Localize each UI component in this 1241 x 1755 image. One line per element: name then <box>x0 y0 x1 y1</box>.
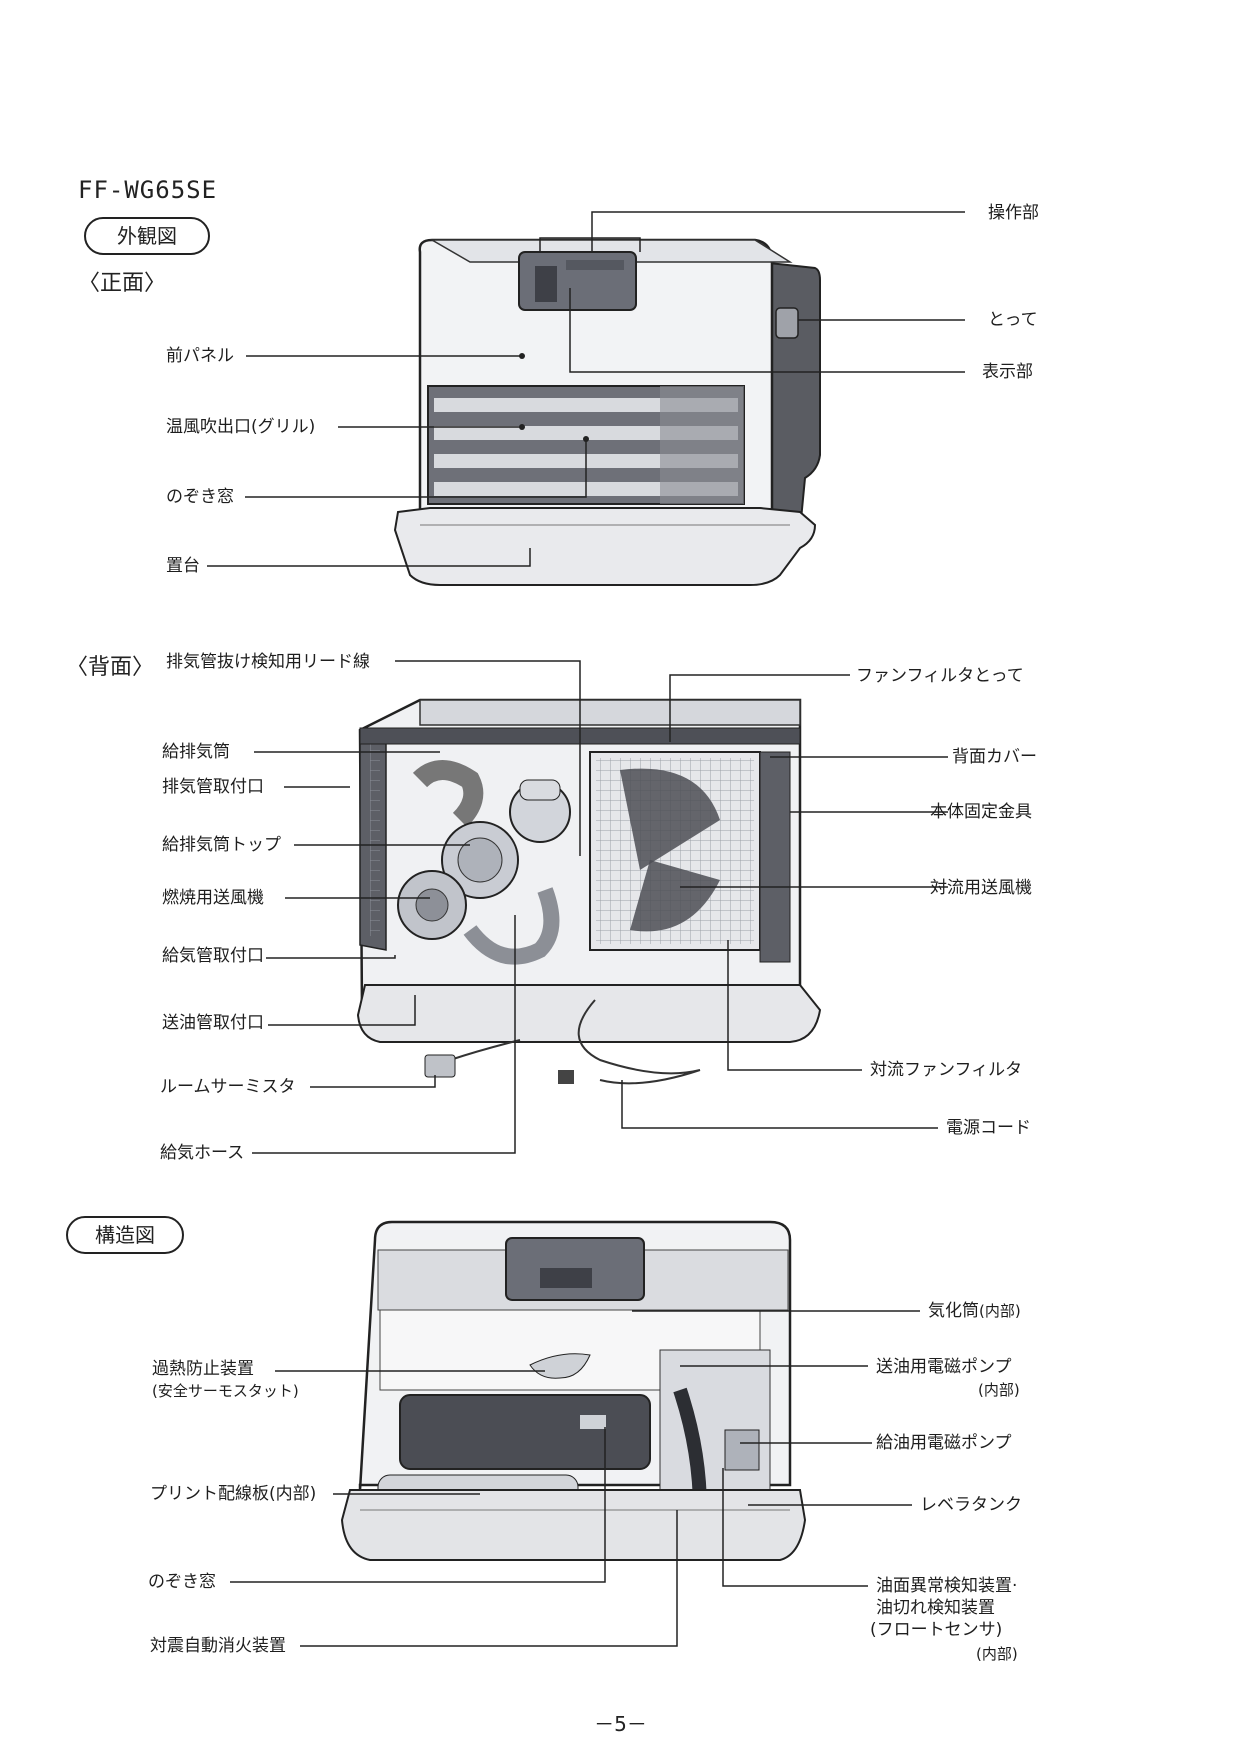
back-heater-illustration <box>356 698 822 1085</box>
structure-leader-lines <box>230 1310 920 1647</box>
label-back-cover: 背面カバー <box>952 747 1037 767</box>
label-control: 操作部 <box>988 203 1039 223</box>
front-heater-illustration <box>393 238 821 586</box>
label-seismic: 対震自動消火装置 <box>150 1636 286 1656</box>
label-overheat: 過熱防止装置 <box>152 1359 254 1379</box>
label-float-note: (内部) <box>976 1645 1018 1663</box>
label-vaporizer-text: 気化筒 <box>928 1301 979 1321</box>
back-leader-lines <box>252 660 948 1154</box>
label-supply-pump: 給油用電磁ポンプ <box>876 1433 1012 1453</box>
label-lead-wire: 排気管抜け検知用リード線 <box>166 652 370 672</box>
label-fan-filter-handle: ファンフィルタとって <box>856 666 1024 686</box>
label-display: 表示部 <box>982 362 1033 382</box>
section-front-title: 〈正面〉 <box>78 271 167 296</box>
label-grille: 温風吹出口(グリル) <box>166 417 316 437</box>
label-window-structure: のぞき窓 <box>148 1572 216 1592</box>
model-name: FF-WG65SE <box>78 176 218 204</box>
label-base: 置台 <box>166 556 200 576</box>
label-intake-port: 給気管取付口 <box>162 946 264 966</box>
label-feed-pump: 送油用電磁ポンプ <box>876 1357 1012 1377</box>
label-pcb: プリント配線板(内部) <box>150 1484 317 1504</box>
label-vaporizer: 気化筒(内部) <box>928 1301 1021 1321</box>
page-number: －5－ <box>594 1712 647 1736</box>
label-float-line1: 油面異常検知装置· <box>876 1576 1018 1596</box>
label-handle: とって <box>988 310 1038 330</box>
label-front-panel: 前パネル <box>166 346 234 366</box>
label-intake-hose: 給気ホース <box>160 1143 245 1163</box>
label-oil-pipe-port: 送油管取付口 <box>162 1013 264 1033</box>
label-vaporizer-note: (内部) <box>979 1302 1021 1320</box>
label-level-tank: レベラタンク <box>920 1495 1022 1515</box>
label-power-cord: 電源コード <box>946 1118 1031 1138</box>
label-flue: 給排気筒 <box>162 742 230 762</box>
label-float-line2: 油切れ検知装置 <box>876 1598 995 1618</box>
label-flue-top: 給排気筒トップ <box>162 835 281 855</box>
label-window-front: のぞき窓 <box>166 487 234 507</box>
label-room-thermistor: ルームサーミスタ <box>160 1077 296 1097</box>
label-combustion-fan: 燃焼用送風機 <box>162 888 264 908</box>
label-feed-pump-note: (内部) <box>978 1381 1020 1399</box>
label-fixing-bracket: 本体固定金具 <box>930 802 1032 822</box>
label-convection-fan: 対流用送風機 <box>930 878 1032 898</box>
label-overheat-note: (安全サーモスタット) <box>152 1382 299 1400</box>
front-leader-lines <box>207 211 965 567</box>
label-float-line3: (フロートセンサ) <box>870 1620 1003 1640</box>
section-badge-structure: 構造図 <box>66 1216 184 1254</box>
section-back-title: 〈背面〉 <box>66 655 155 680</box>
section-badge-exterior: 外観図 <box>84 217 210 255</box>
label-convection-filter: 対流ファンフィルタ <box>870 1060 1023 1080</box>
label-exhaust-port: 排気管取付口 <box>162 777 264 797</box>
structure-illustration <box>340 1220 807 1561</box>
